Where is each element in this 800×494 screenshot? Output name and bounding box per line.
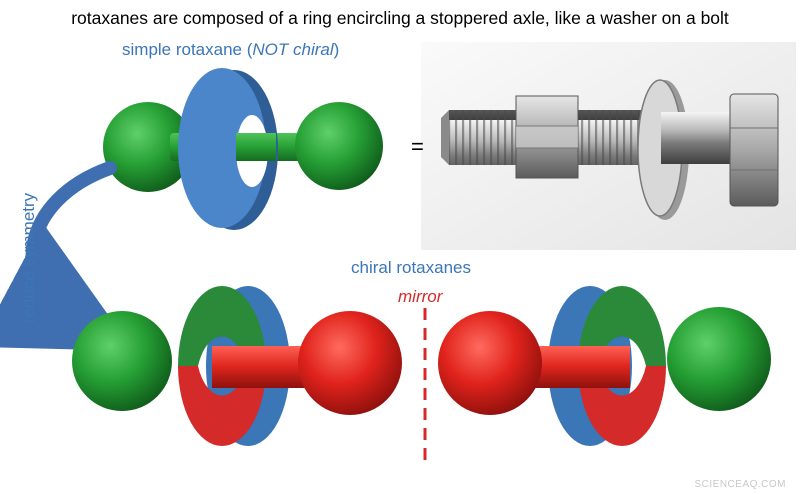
chiral-rotaxanes-label: chiral rotaxanes xyxy=(351,258,472,277)
simple-rotaxane-label: simple rotaxane (NOT chiral) xyxy=(122,40,339,60)
chiral-rotaxane-right xyxy=(438,286,771,446)
watermark: SCIENCEAQ.COM xyxy=(694,479,786,490)
simple-label-prefix: simple rotaxane ( xyxy=(122,40,253,59)
blue-ring xyxy=(178,68,278,230)
red-stopper-left xyxy=(298,311,402,415)
washer xyxy=(637,79,691,220)
headline: rotaxanes are composed of a ring encircl… xyxy=(71,8,729,28)
chiral-rotaxane-left xyxy=(72,286,402,446)
equals-sign: = xyxy=(411,134,424,159)
left-stopper-sphere xyxy=(103,102,193,192)
hex-bolt-head xyxy=(729,93,779,207)
simple-rotaxane xyxy=(103,68,383,230)
mirror-label: mirror xyxy=(398,287,443,306)
simple-label-suffix: ) xyxy=(333,40,340,59)
reduce-symmetry-label: reduce symmetry xyxy=(19,192,38,324)
right-stopper-sphere xyxy=(295,102,383,190)
simple-label-emphasis: NOT chiral xyxy=(252,40,334,59)
hex-nut xyxy=(515,95,579,179)
green-stopper-right xyxy=(667,307,771,411)
bolt-and-washer-illustration xyxy=(421,42,796,250)
red-stopper-right xyxy=(438,311,542,415)
green-stopper-left xyxy=(72,311,172,411)
reduce-symmetry-arrow xyxy=(0,161,134,351)
